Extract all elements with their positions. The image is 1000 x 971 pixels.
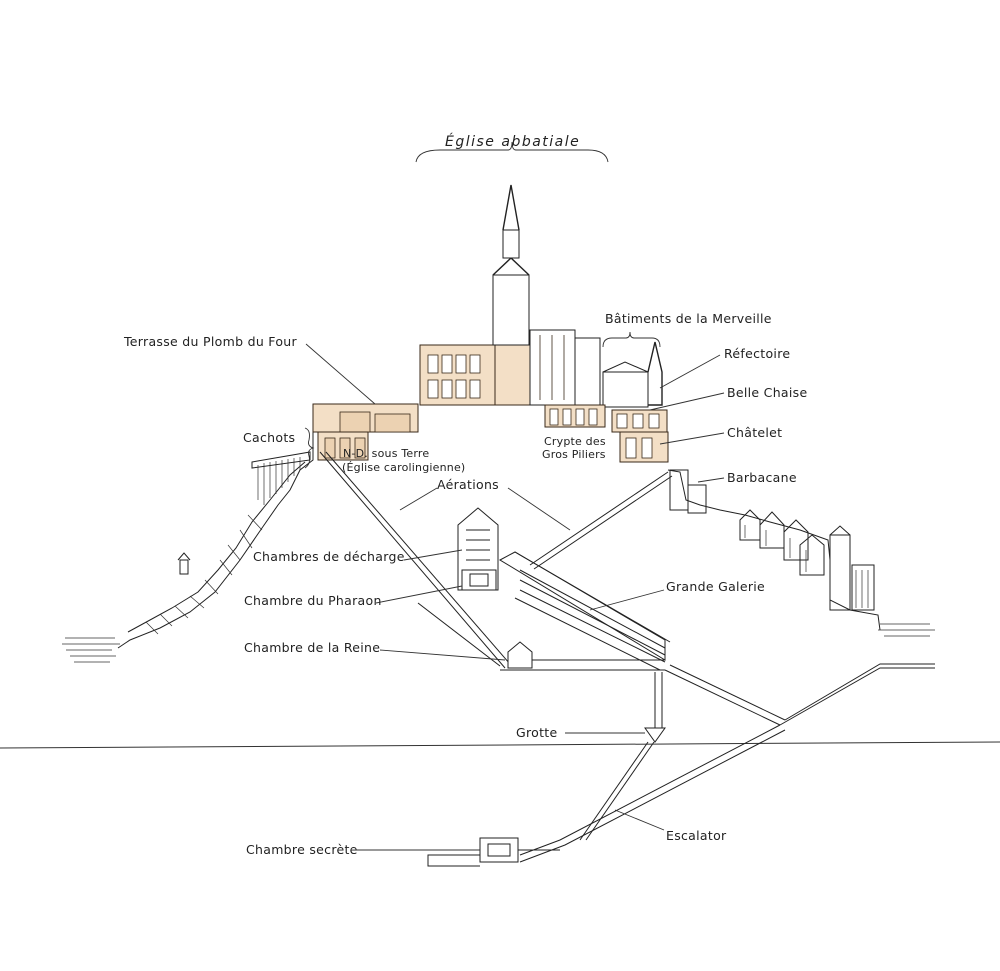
label-grande-galerie: Grande Galerie [666, 579, 765, 594]
label-eglise-carolingienne: (Église carolingienne) [342, 461, 465, 474]
label-chatelet: Châtelet [727, 425, 782, 440]
label-crypte-2: Gros Piliers [542, 448, 606, 461]
label-batiments-merveille: Bâtiments de la Merveille [605, 311, 772, 326]
label-chambre-secrete: Chambre secrète [246, 842, 358, 857]
label-refectoire: Réfectoire [724, 346, 790, 361]
label-belle-chaise: Belle Chaise [727, 385, 807, 400]
label-cachots: Cachots [243, 430, 295, 445]
leader-lines [304, 141, 725, 851]
rock-mass [62, 412, 935, 663]
label-escalator: Escalator [666, 828, 727, 843]
label-chambres-decharge: Chambres de décharge [253, 549, 405, 564]
abbey-buildings [312, 184, 669, 463]
title-eglise-abbatiale: Église abbatiale [445, 133, 580, 150]
labels: Église abbatiale Terrasse du Plomb du Fo… [123, 133, 807, 857]
chambers [427, 507, 935, 867]
horizon-line [0, 741, 1000, 749]
label-crypte-1: Crypte des [544, 435, 606, 448]
label-aerations: Aérations [437, 477, 499, 492]
aeration-shafts [319, 451, 673, 669]
village-houses [739, 509, 875, 611]
label-nd-sous-terre: N-D. sous Terre [343, 447, 429, 460]
label-chambre-reine: Chambre de la Reine [244, 640, 380, 655]
label-terrasse: Terrasse du Plomb du Four [123, 334, 298, 349]
label-chambre-pharaon: Chambre du Pharaon [244, 593, 382, 608]
label-grotte: Grotte [516, 725, 558, 740]
label-barbacane: Barbacane [727, 470, 797, 485]
